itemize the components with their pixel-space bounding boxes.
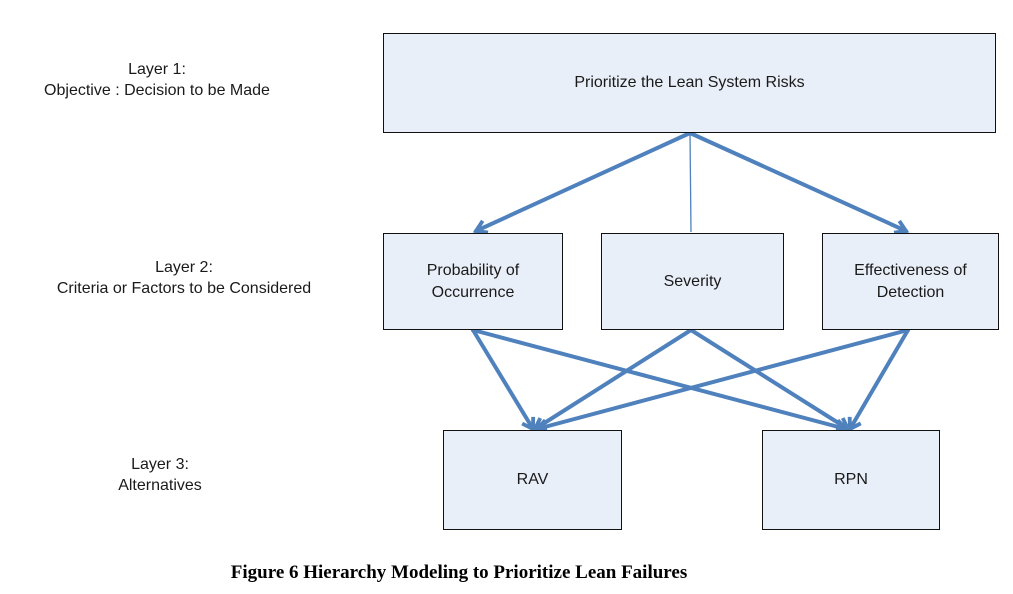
edge-criteria-2-to-alt-1 — [847, 328, 910, 433]
layer-3-label-title: Layer 3: — [131, 456, 189, 473]
layer-1-label-title: Layer 1: — [128, 61, 186, 78]
layer-2-label-subtitle: Criteria or Factors to be Considered — [56, 280, 312, 297]
node-alternative-rpn-label: RPN — [834, 471, 868, 489]
layer-1-label-subtitle: Objective : Decision to be Made — [44, 82, 270, 99]
layer-3-label: Layer 3: Alternatives — [118, 454, 202, 496]
node-criteria-probability: Probability of Occurrence — [383, 233, 563, 330]
layer-2-label-title: Layer 2: — [155, 259, 213, 276]
layer-1-label: Layer 1: Objective : Decision to be Made — [44, 59, 270, 101]
edge-objective-to-criteria-2 — [688, 131, 910, 235]
node-alternative-rav-label: RAV — [516, 471, 549, 489]
edge-criteria-0-to-alt-1 — [471, 328, 850, 435]
node-criteria-probability-label: Probability of Occurrence — [426, 261, 520, 301]
node-criteria-severity: Severity — [601, 233, 784, 330]
edge-criteria-1-to-alt-1 — [689, 328, 852, 431]
layer-3-label-subtitle: Alternatives — [118, 477, 202, 494]
node-alternative-rpn: RPN — [762, 430, 940, 530]
figure-caption: Figure 6 Hierarchy Modeling to Prioritiz… — [230, 562, 688, 583]
layer-2-label: Layer 2: Criteria or Factors to be Consi… — [57, 257, 311, 299]
edge-criteria-1-to-alt-0 — [531, 328, 693, 431]
node-criteria-detection-label: Effectiveness of Detection — [854, 261, 967, 301]
edge-criteria-2-to-alt-0 — [533, 328, 910, 435]
edge-objective-to-criteria-0 — [472, 131, 692, 235]
node-objective: Prioritize the Lean System Risks — [383, 33, 996, 133]
node-alternative-rav: RAV — [443, 430, 622, 530]
node-criteria-severity-label: Severity — [663, 272, 722, 290]
node-criteria-detection: Effectiveness of Detection — [822, 233, 999, 330]
node-objective-label: Prioritize the Lean System Risks — [574, 74, 805, 92]
edge-criteria-0-to-alt-0 — [471, 328, 536, 433]
edge-objective-to-criteria-1 — [689, 132, 692, 233]
